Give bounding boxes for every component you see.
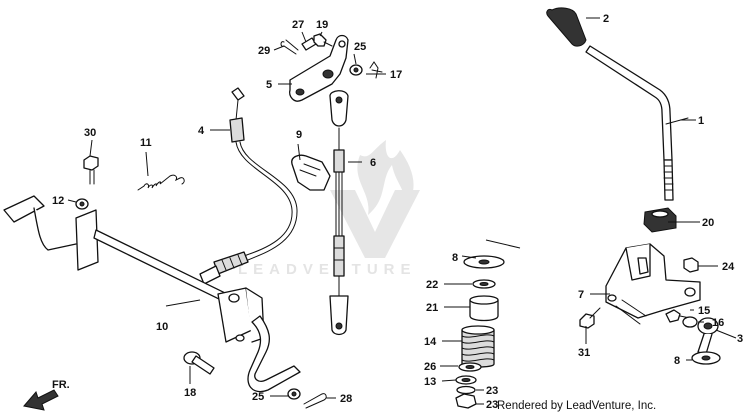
- front-direction-label: FR.: [52, 379, 70, 391]
- part-spring-14: [461, 325, 495, 368]
- callout-12: 12: [52, 195, 64, 207]
- callout-15: 15: [698, 305, 710, 317]
- part-washer-13: [455, 375, 477, 385]
- part-cable-6: [329, 90, 349, 336]
- part-collar-16: [682, 316, 698, 328]
- part-washer-8-right: [691, 351, 721, 365]
- callout-20: 20: [702, 217, 714, 229]
- leader-lines: [67, 17, 737, 405]
- part-washer-25-top: [349, 64, 363, 76]
- callout-17: 17: [390, 69, 402, 81]
- callout-27: 27: [292, 19, 304, 31]
- callout-11: 11: [140, 137, 152, 149]
- part-bolt-30: [83, 155, 99, 185]
- callout-23-washer: 23: [486, 385, 498, 397]
- callout-14: 14: [424, 336, 437, 348]
- part-cotter-29: [280, 39, 299, 55]
- part-rubber-boot: [643, 207, 677, 233]
- callout-19: 19: [316, 19, 328, 31]
- callout-13: 13: [424, 376, 436, 388]
- callout-numbers: 2 1 3 4 5 6 7 8 8 9 10 11 12 13 14 15 16…: [52, 13, 743, 411]
- callout-10: 10: [156, 321, 168, 333]
- callout-7: 7: [578, 289, 584, 301]
- part-arm-5: [288, 34, 349, 102]
- part-nut-23: [455, 393, 477, 409]
- callout-21: 21: [426, 302, 438, 314]
- part-clevis-pin-18: [183, 351, 215, 375]
- callout-8-right: 8: [674, 355, 680, 367]
- credit-text: Rendered by LeadVenture, Inc.: [497, 400, 657, 412]
- callout-22: 22: [426, 279, 438, 291]
- part-flange-nut-24: [683, 257, 699, 273]
- part-bolt-15: [665, 309, 691, 323]
- part-washer-26: [458, 362, 482, 372]
- part-bolt-31: [579, 307, 601, 329]
- part-cable-4: [199, 87, 298, 285]
- callout-8-center: 8: [452, 252, 458, 264]
- callout-4: 4: [198, 125, 205, 137]
- callout-6: 6: [370, 157, 376, 169]
- callout-26: 26: [424, 361, 436, 373]
- part-lever-rod: [585, 45, 689, 201]
- callout-1: 1: [698, 115, 704, 127]
- callout-24: 24: [722, 261, 735, 273]
- callout-25-bottom: 25: [252, 391, 264, 403]
- callout-28: 28: [340, 393, 352, 405]
- part-washer-25-bottom: [287, 388, 301, 400]
- part-spring-11: [137, 174, 185, 191]
- part-clip-17: [369, 61, 383, 79]
- part-cable-clamp-9: [291, 154, 331, 191]
- part-washer-23: [456, 385, 476, 395]
- callout-30: 30: [84, 127, 96, 139]
- part-bolt-19: [313, 33, 333, 47]
- watermark-text: LEADVENTURE: [238, 261, 417, 278]
- callout-5: 5: [266, 79, 272, 91]
- callout-18: 18: [184, 387, 196, 399]
- part-nut-12: [75, 198, 89, 210]
- callout-3: 3: [737, 333, 743, 345]
- callout-31: 31: [578, 347, 590, 359]
- front-direction-arrow: FR.: [23, 379, 70, 411]
- part-lever-bracket: [605, 243, 701, 325]
- part-washer-8-center: [463, 255, 505, 269]
- part-cotter-28: [303, 393, 327, 409]
- watermark-logo: LEADVENTURE: [238, 140, 420, 278]
- callout-16: 16: [712, 317, 724, 329]
- callout-2: 2: [603, 13, 609, 25]
- callout-9: 9: [296, 129, 302, 141]
- callout-25-top: 25: [354, 41, 366, 53]
- part-washer-22: [472, 279, 496, 289]
- callout-29: 29: [258, 45, 270, 57]
- callout-23-nut: 23: [486, 399, 498, 411]
- part-grip: [546, 7, 587, 47]
- part-pedal-shaft-10: [3, 195, 301, 393]
- part-collar-21: [469, 295, 499, 322]
